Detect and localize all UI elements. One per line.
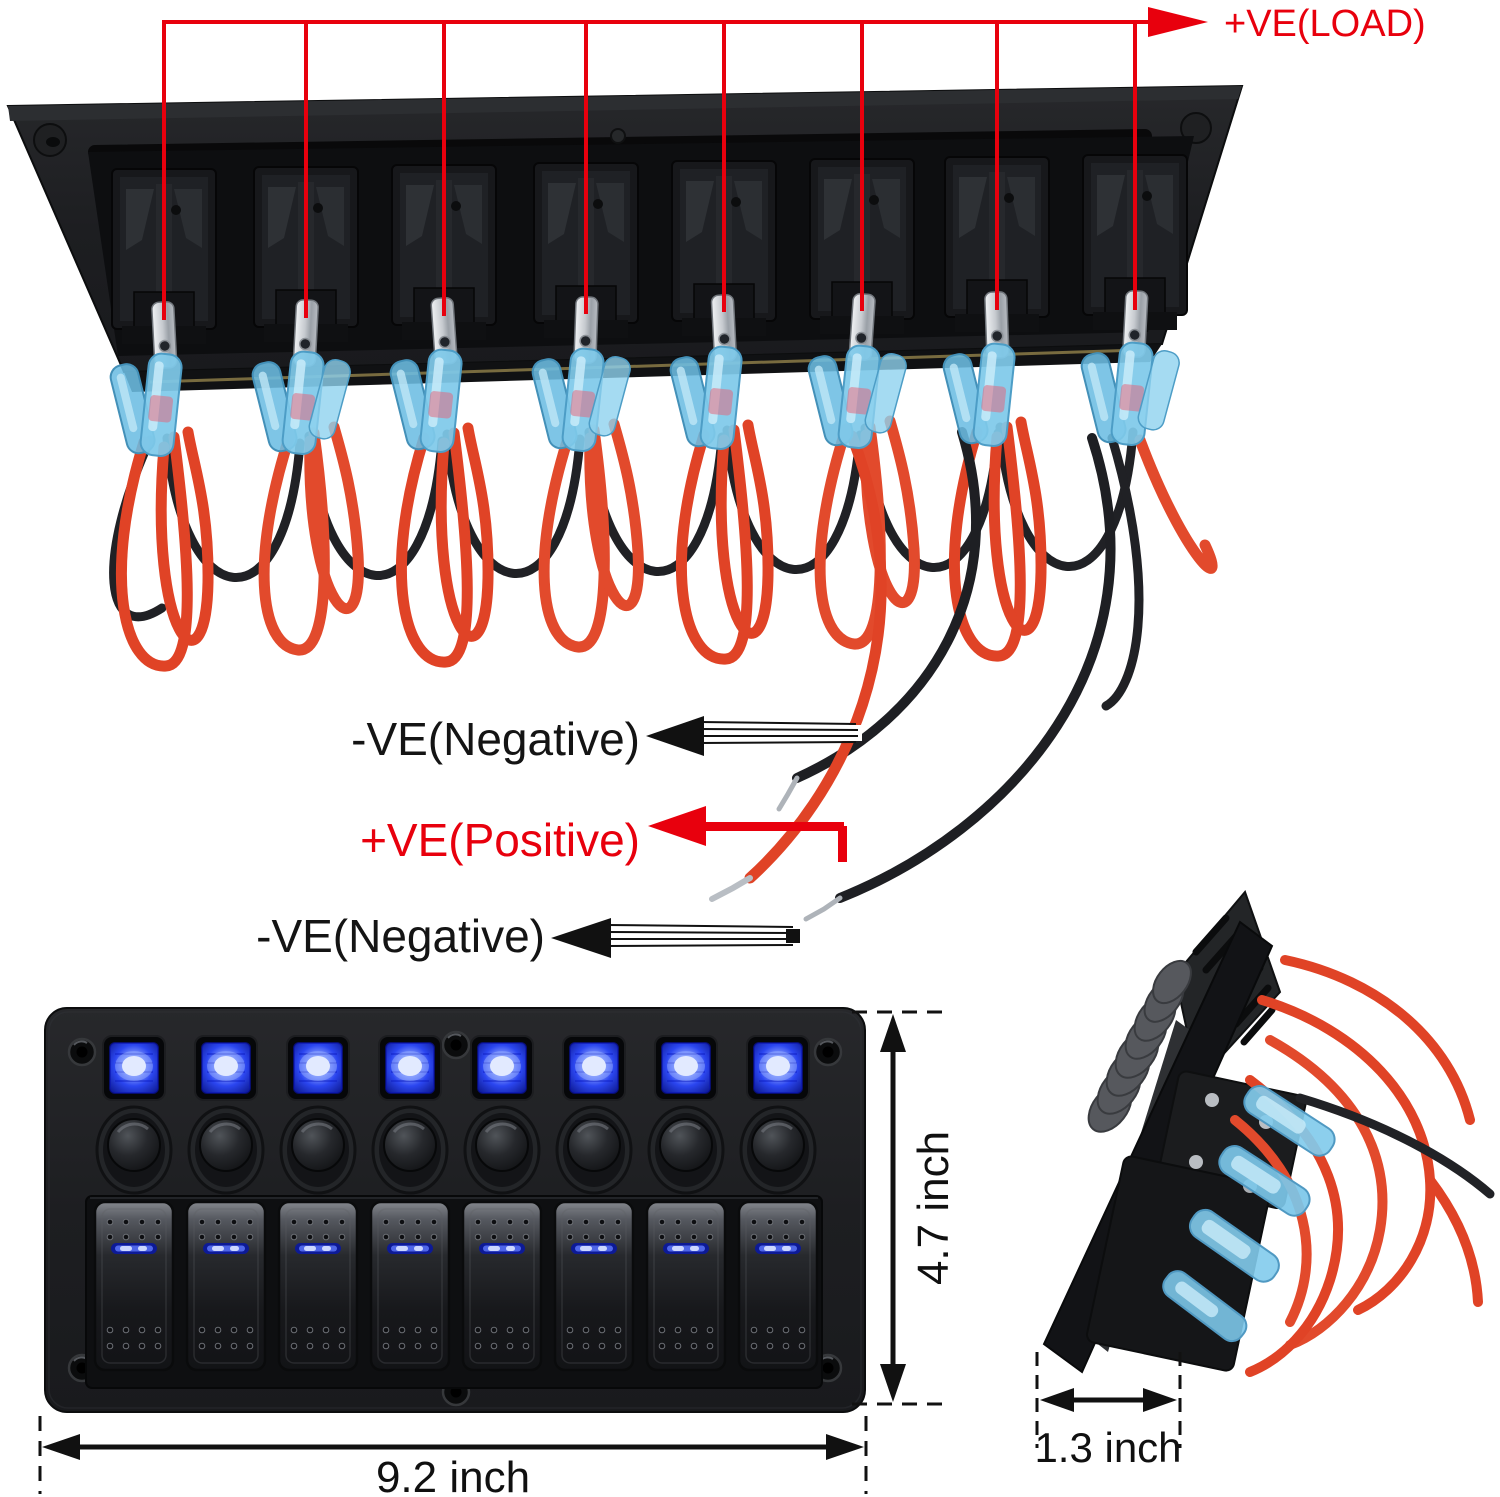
rocker-switch-8 xyxy=(737,1200,819,1372)
positive-wire-loops xyxy=(121,421,1218,666)
rocker-switch-2 xyxy=(185,1200,267,1372)
back-corner-boss-right xyxy=(1180,112,1212,144)
load-bus-annotation xyxy=(162,7,1208,320)
boss-hole xyxy=(46,137,60,147)
depth-dimension-label: 1.3 inch xyxy=(1034,1424,1181,1471)
back-view-photo xyxy=(6,84,1244,922)
side-screw-3 xyxy=(1189,1155,1203,1169)
negative-arrow-bottom xyxy=(551,918,800,958)
breaker-button-3 xyxy=(279,1105,357,1195)
negative-label-top: -VE(Negative) xyxy=(351,713,640,765)
front-panel-edge-highlight xyxy=(48,1011,862,1409)
rocker-switch-4 xyxy=(369,1200,451,1372)
height-dimension-label: 4.7 inch xyxy=(909,1131,958,1285)
negative-arrow-top xyxy=(646,716,862,756)
side-screw-1 xyxy=(1205,1093,1219,1107)
positive-lead-wire xyxy=(744,430,887,884)
height-dimension: 4.7 inch xyxy=(852,1010,958,1406)
rocker-switch-6 xyxy=(553,1200,635,1372)
load-arrowhead xyxy=(1148,7,1208,37)
led-indicator-4 xyxy=(378,1035,442,1101)
breaker-button-8 xyxy=(739,1105,817,1195)
back-center-keyhole xyxy=(610,128,626,144)
negative-lead-wire-2 xyxy=(835,433,1116,903)
led-indicator-3 xyxy=(286,1035,350,1101)
led-indicator-1 xyxy=(102,1035,166,1101)
rocker-switch-5 xyxy=(461,1200,543,1372)
depth-dimension: 1.3 inch xyxy=(1034,1352,1182,1471)
back-panel-molding xyxy=(88,129,1152,159)
led-indicator-6 xyxy=(562,1035,626,1101)
width-dimension: 9.2 inch xyxy=(38,1416,868,1497)
breaker-button-2 xyxy=(187,1105,265,1195)
side-wires xyxy=(1230,955,1495,1377)
wiring-labels: -VE(Negative) +VE(Positive) -VE(Negative… xyxy=(256,713,862,962)
lead-wires xyxy=(709,427,1116,922)
side-crimp-connectors xyxy=(1162,1085,1336,1343)
positive-arrow xyxy=(648,806,847,862)
led-indicator-7 xyxy=(654,1035,718,1101)
screw-hole-top-left xyxy=(67,1037,97,1067)
rocker-switch-3 xyxy=(277,1200,359,1372)
side-rocker-profiles xyxy=(1087,959,1192,1133)
negative-lead-tip-1 xyxy=(776,775,800,812)
breaker-button-4 xyxy=(371,1105,449,1195)
positive-label: +VE(Positive) xyxy=(360,814,640,866)
rocker-switch-7 xyxy=(645,1200,727,1372)
screw-hole-top-center xyxy=(441,1030,471,1060)
back-panel-skirt xyxy=(124,344,1162,392)
breaker-button-6 xyxy=(555,1105,633,1195)
breaker-button-5 xyxy=(463,1105,541,1195)
back-panel-top-bevel xyxy=(8,86,1242,121)
back-recess xyxy=(88,136,1194,356)
width-dimension-label: 9.2 inch xyxy=(376,1453,530,1497)
screw-hole-top-right xyxy=(813,1037,843,1067)
side-front-blade xyxy=(1042,920,1274,1374)
negative-label-bottom: -VE(Negative) xyxy=(256,910,545,962)
side-view-photo xyxy=(1042,890,1495,1377)
negative-lead-tip-2 xyxy=(803,895,843,922)
led-indicator-5 xyxy=(470,1035,534,1101)
load-label: +VE(LOAD) xyxy=(1224,3,1426,45)
led-indicator-2 xyxy=(194,1035,258,1101)
rocker-recess xyxy=(85,1195,823,1389)
rocker-switch-1 xyxy=(93,1200,175,1372)
positive-lead-tip xyxy=(709,875,753,902)
led-indicator-8 xyxy=(746,1035,810,1101)
breaker-button-1 xyxy=(95,1105,173,1195)
breaker-button-7 xyxy=(647,1105,725,1195)
front-view-photo xyxy=(44,1007,866,1413)
